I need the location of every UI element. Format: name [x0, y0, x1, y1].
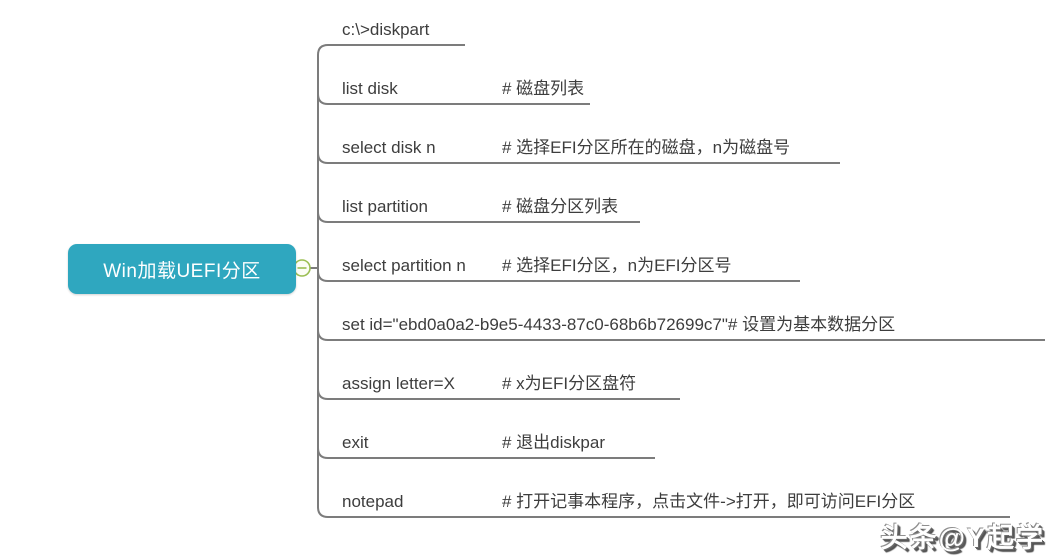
collapse-minus-icon[interactable] — [293, 259, 311, 277]
branch-line-8 — [317, 447, 655, 459]
branch-line-3 — [317, 152, 840, 164]
branch-command: notepad — [342, 492, 404, 511]
branch-line-2 — [317, 93, 590, 105]
branch-line-5 — [317, 270, 800, 282]
branch-node-exit[interactable]: exit # 退出diskpar — [342, 432, 605, 454]
branch-comment: # 磁盘分区列表 — [502, 197, 619, 216]
branch-comment: # 选择EFI分区，n为EFI分区号 — [502, 256, 732, 275]
root-node[interactable]: Win加载UEFI分区 — [68, 244, 296, 294]
branch-command: exit — [342, 433, 369, 452]
branch-comment: # 选择EFI分区所在的磁盘，n为磁盘号 — [502, 138, 791, 157]
branch-node-select-disk[interactable]: select disk n # 选择EFI分区所在的磁盘，n为磁盘号 — [342, 137, 790, 159]
branch-node-select-partition[interactable]: select partition n # 选择EFI分区，n为EFI分区号 — [342, 255, 732, 277]
branch-comment: # 磁盘列表 — [502, 79, 585, 98]
branch-node-list-disk[interactable]: list disk # 磁盘列表 — [342, 78, 584, 100]
branch-comment: # 退出diskpar — [502, 433, 605, 452]
branch-command: set id="ebd0a0a2-b9e5-4433-87c0-68b6b726… — [342, 315, 728, 334]
branch-comment: # x为EFI分区盘符 — [502, 374, 637, 393]
branch-command: list partition — [342, 197, 428, 216]
branch-line-1 — [317, 44, 465, 56]
branch-node-notepad[interactable]: notepad # 打开记事本程序，点击文件->打开，即可访问EFI分区 — [342, 491, 915, 513]
branch-command: select partition n — [342, 256, 466, 275]
branch-line-4 — [317, 211, 640, 223]
branch-command: list disk — [342, 79, 398, 98]
branch-line-9 — [317, 506, 1010, 518]
branch-node-set-id[interactable]: set id="ebd0a0a2-b9e5-4433-87c0-68b6b726… — [342, 314, 895, 336]
watermark: 头条@Y起学 — [880, 523, 1045, 553]
branch-command: assign letter=X — [342, 374, 455, 393]
branch-comment: # 打开记事本程序，点击文件->打开，即可访问EFI分区 — [502, 492, 916, 511]
branch-command: select disk n — [342, 138, 436, 157]
branch-node-assign-letter[interactable]: assign letter=X # x为EFI分区盘符 — [342, 373, 636, 395]
branch-node-list-partition[interactable]: list partition # 磁盘分区列表 — [342, 196, 618, 218]
branch-line-6 — [317, 329, 1045, 341]
branch-command: c:\>diskpart — [342, 20, 430, 39]
branch-comment: # 设置为基本数据分区 — [727, 315, 896, 334]
root-node-label: Win加载UEFI分区 — [103, 260, 261, 282]
branch-node-diskpart[interactable]: c:\>diskpart — [342, 19, 502, 41]
branch-line-7 — [317, 388, 680, 400]
